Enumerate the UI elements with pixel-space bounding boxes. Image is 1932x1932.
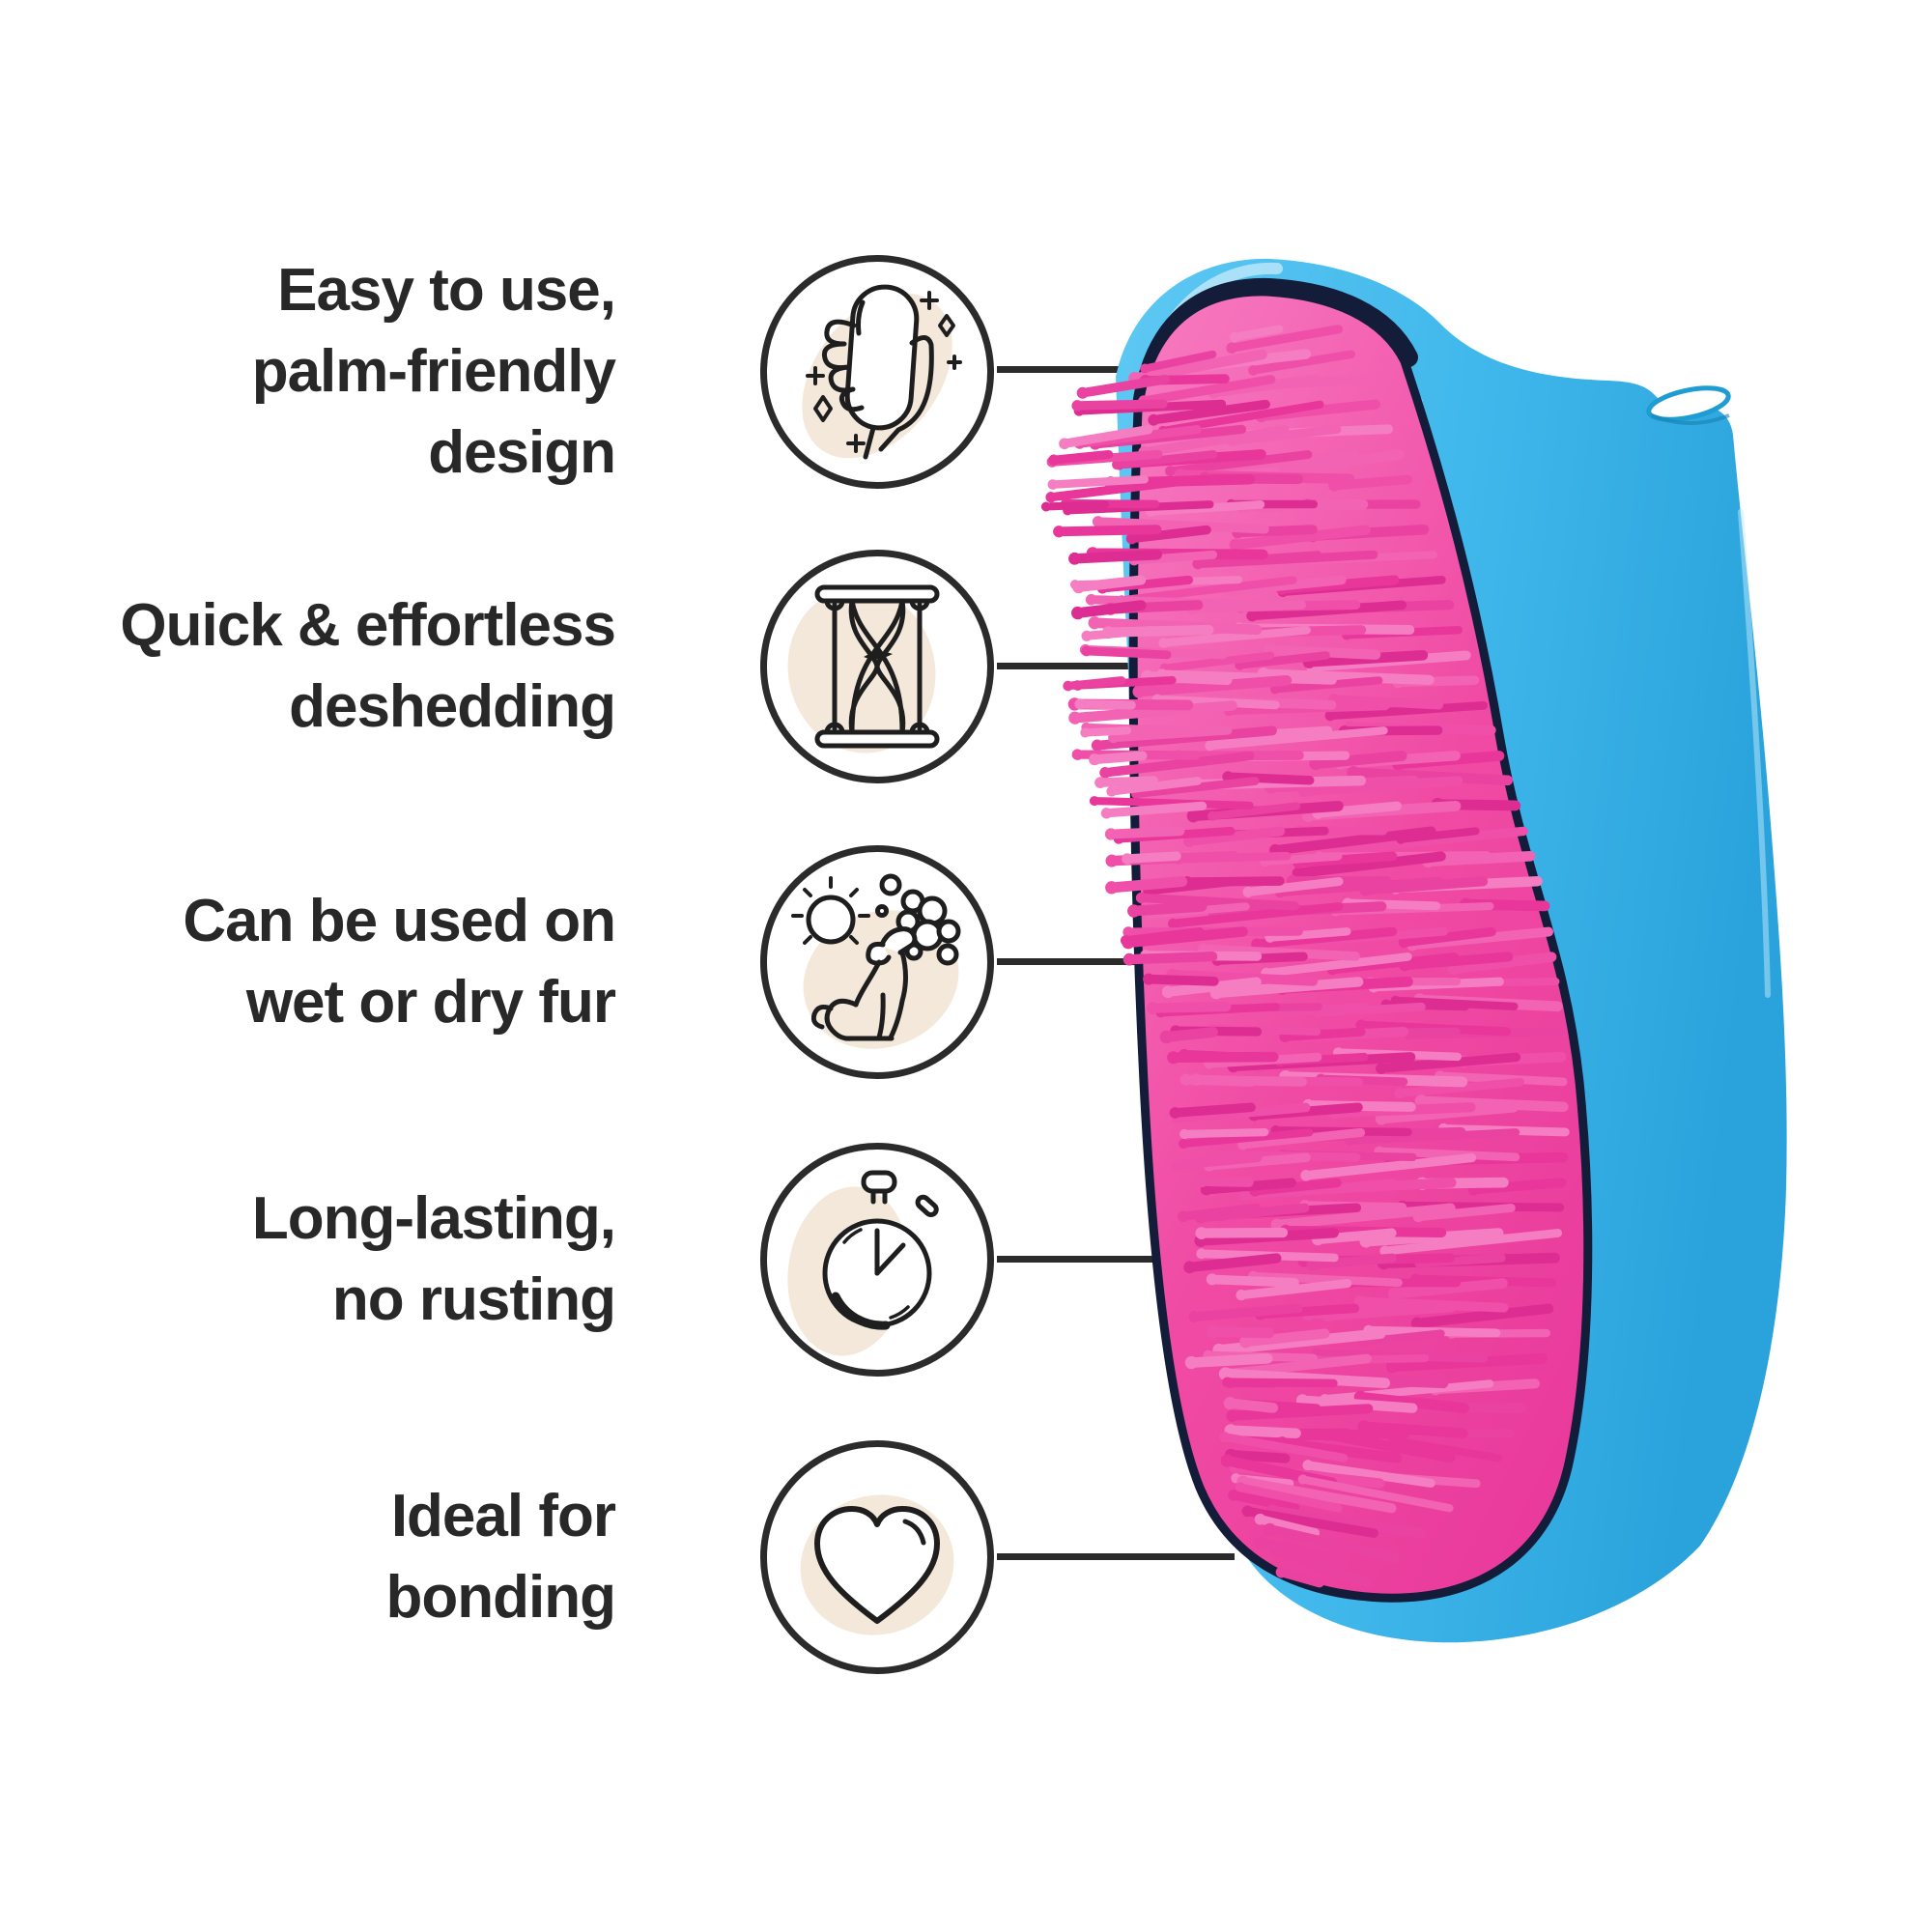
hanging-hole: [1646, 385, 1731, 422]
feature-line: Easy to use,: [277, 257, 616, 324]
feature-row-easy-to-use: Easy to use, palm-friendly design: [145, 255, 994, 489]
feature-row-wet-or-dry: Can be used on wet or dry fur: [145, 845, 994, 1079]
feature-line: Ideal for: [390, 1483, 616, 1549]
feature-line: Quick & effortless: [120, 592, 616, 659]
feature-text: Quick & effortless deshedding: [120, 585, 616, 748]
hourglass-icon: [760, 550, 994, 783]
callout-connector-line: [997, 1553, 1235, 1560]
feature-row-bonding: Ideal for bonding: [145, 1440, 994, 1674]
callout-connector-line: [997, 1256, 1208, 1263]
callout-connector-line: [997, 663, 1150, 669]
sun-bubbles-dog-icon: [760, 845, 994, 1079]
callout-connector-line: [997, 366, 1121, 373]
feature-row-long-lasting: Long-lasting, no rusting: [145, 1143, 994, 1377]
feature-text: Can be used on wet or dry fur: [145, 881, 616, 1043]
feature-line: Can be used on: [183, 888, 616, 954]
stopwatch-icon: [760, 1143, 994, 1377]
feature-line: bonding: [385, 1564, 616, 1631]
feature-line: palm-friendly: [251, 338, 616, 405]
feature-line: Long-lasting,: [251, 1185, 616, 1252]
hand-holding-brush-icon: [760, 255, 994, 489]
callout-connector-line: [997, 958, 1179, 965]
feature-line: deshedding: [289, 673, 616, 740]
heart-icon: [760, 1440, 994, 1674]
bristles: [1040, 325, 1570, 1588]
feature-text: Ideal for bonding: [145, 1476, 616, 1638]
feature-line: design: [428, 419, 616, 486]
feature-line: wet or dry fur: [245, 969, 616, 1036]
feature-text: Long-lasting, no rusting: [145, 1179, 616, 1341]
feature-row-deshedding: Quick & effortless deshedding: [120, 550, 994, 783]
brush-pad-pink: [1128, 287, 1593, 1603]
product-image-deshedding-brush: [1024, 213, 1797, 1671]
feature-line: no rusting: [331, 1266, 616, 1333]
feature-text: Easy to use, palm-friendly design: [145, 250, 616, 494]
